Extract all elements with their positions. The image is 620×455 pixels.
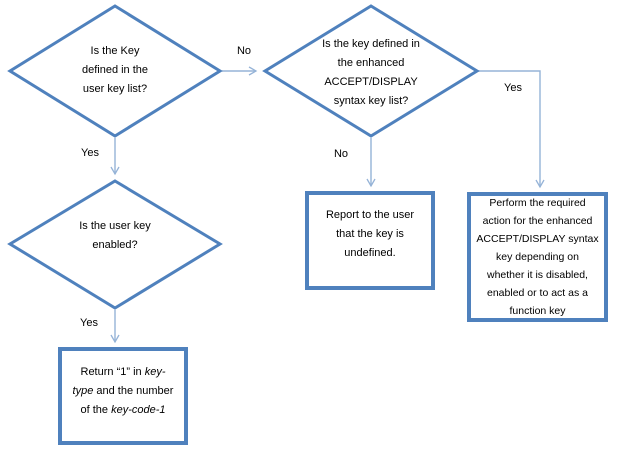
decision-diamond-enhanced-syntax (262, 4, 480, 138)
process-perform-line: ACCEPT/DISPLAY syntax (476, 233, 599, 245)
process-perform-line: whether it is disabled, (487, 269, 588, 281)
process-return-line: of the key-code-1 (81, 401, 166, 420)
return-line-italic: key-code-1 (111, 403, 166, 416)
decision-diamond-key-enabled (7, 179, 223, 310)
decision-user-key-text: Is the Key defined in the user key list? (30, 41, 200, 99)
process-box-report-undefined: Report to the user that the key is undef… (305, 191, 435, 290)
edge-label-no-to-enhanced: No (236, 45, 252, 57)
decision-diamond-user-key (7, 4, 223, 138)
return-line-text: of the (80, 403, 112, 416)
edge-label-yes-to-perform: Yes (504, 82, 522, 94)
process-return-line: type and the number (73, 382, 174, 401)
decision-enhanced-syntax-line: syntax key list? (333, 94, 409, 107)
edge-label-yes-to-return: Yes (80, 317, 98, 329)
decision-enhanced-syntax-line: ACCEPT/DISPLAY (324, 75, 418, 88)
decision-key-enabled-line: Is the user key (79, 219, 151, 232)
decision-key-enabled-text: Is the user key enabled? (30, 216, 200, 255)
process-perform-line: Perform the required (489, 197, 586, 209)
return-line-italic: key- (144, 365, 166, 378)
decision-enhanced-syntax-line: Is the key defined in (322, 37, 420, 50)
process-box-perform-action: Perform the required action for the enha… (467, 192, 608, 322)
decision-user-key-line: user key list? (82, 82, 148, 95)
process-return-line: Return “1” in key- (81, 363, 166, 382)
connector-yes-to-perform (478, 70, 545, 189)
process-perform-line: action for the enhanced (482, 215, 593, 227)
process-report-line: that the key is (336, 228, 404, 240)
return-line-italic: type (72, 384, 94, 397)
process-perform-line: function key (509, 305, 566, 317)
decision-enhanced-syntax-line: the enhanced (337, 56, 405, 69)
process-box-return-key-type: Return “1” in key- type and the number o… (58, 347, 188, 445)
decision-enhanced-syntax-text: Is the key defined in the enhanced ACCEP… (281, 34, 461, 111)
edge-label-no-to-report: No (333, 148, 349, 160)
process-report-line: undefined. (344, 247, 396, 259)
edge-label-yes-to-enabled: Yes (81, 147, 99, 159)
process-report-line: Report to the user (325, 209, 415, 221)
return-line-text: and the number (93, 384, 174, 397)
decision-user-key-line: defined in the (81, 63, 149, 76)
process-perform-line: enabled or to act as a (487, 287, 588, 299)
return-line-text: Return “1” in (80, 365, 145, 378)
decision-user-key-line: Is the Key (90, 44, 140, 57)
process-perform-line: key depending on (496, 251, 579, 263)
decision-key-enabled-line: enabled? (92, 238, 138, 251)
